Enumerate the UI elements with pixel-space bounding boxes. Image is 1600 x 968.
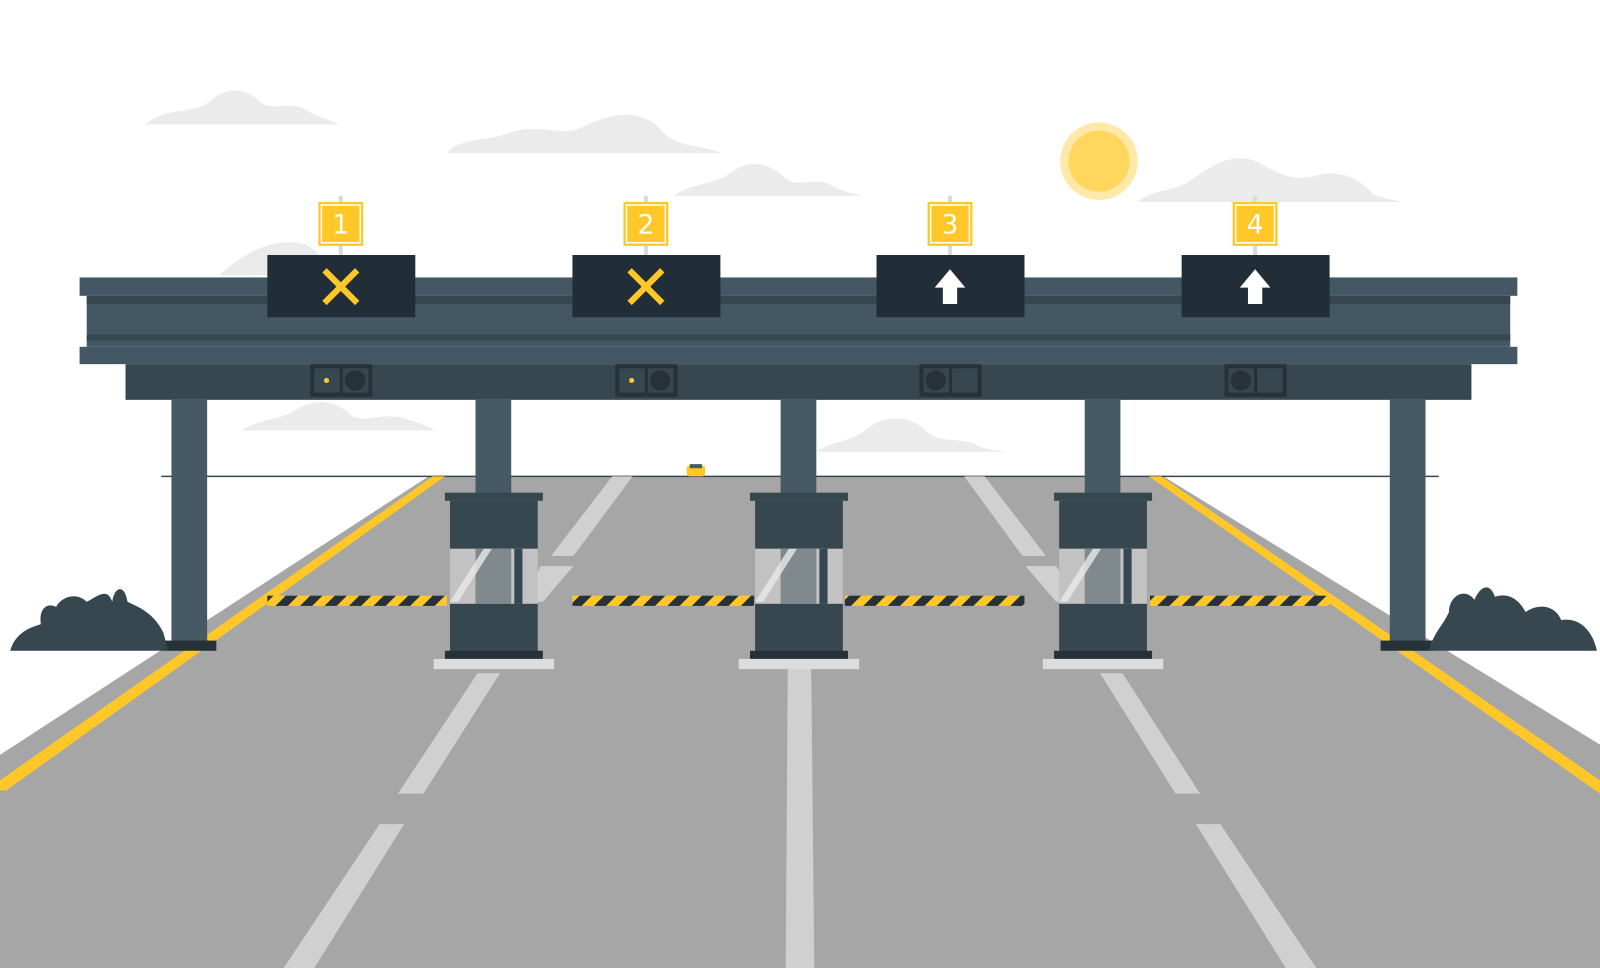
lane-markings <box>283 476 1317 968</box>
lane-number-badge <box>1232 201 1278 246</box>
lane-number-badge <box>927 201 973 246</box>
bush-right <box>1428 587 1597 651</box>
clouds <box>145 90 1402 452</box>
lane-indicator-light <box>310 364 373 397</box>
bush-left <box>10 589 169 651</box>
toll-booth <box>738 492 860 670</box>
arrow-up-icon <box>934 269 966 304</box>
lane-indicator-light <box>919 364 982 397</box>
toll-barriers <box>267 595 1330 606</box>
barrier-arm <box>267 595 447 606</box>
lane-sign-2: 2 <box>572 195 721 318</box>
lane-number: 2 <box>637 210 654 241</box>
lane-sign-4: 4 <box>1181 195 1330 318</box>
lane-indicator-light <box>615 364 678 397</box>
lane-sign-3: 3 <box>876 195 1025 318</box>
lane-number: 4 <box>1247 210 1264 241</box>
lane-number-badge <box>623 201 669 246</box>
arrow-up-icon <box>1239 269 1271 304</box>
lane-number-badge <box>318 201 364 246</box>
barrier-arm <box>572 595 755 606</box>
lane-number: 1 <box>332 210 349 241</box>
yellow-edge-line-right <box>1148 476 1600 794</box>
barrier-arm <box>844 595 1025 606</box>
toll-booth <box>1042 492 1164 670</box>
lane-signs: 1 2 3 4 <box>267 195 1330 397</box>
barrier-arm <box>1150 595 1330 606</box>
toll-booth <box>433 492 555 670</box>
toll-booths <box>433 492 1164 670</box>
gantry-pillars <box>163 399 1434 651</box>
lane-number: 3 <box>942 210 959 241</box>
lane-indicator-light <box>1224 364 1287 397</box>
x-icon <box>322 268 360 306</box>
sun <box>1060 122 1138 200</box>
x-icon <box>627 268 665 306</box>
yellow-edge-line-left <box>0 476 445 791</box>
distant-car <box>686 464 706 477</box>
lane-sign-1: 1 <box>267 195 416 318</box>
